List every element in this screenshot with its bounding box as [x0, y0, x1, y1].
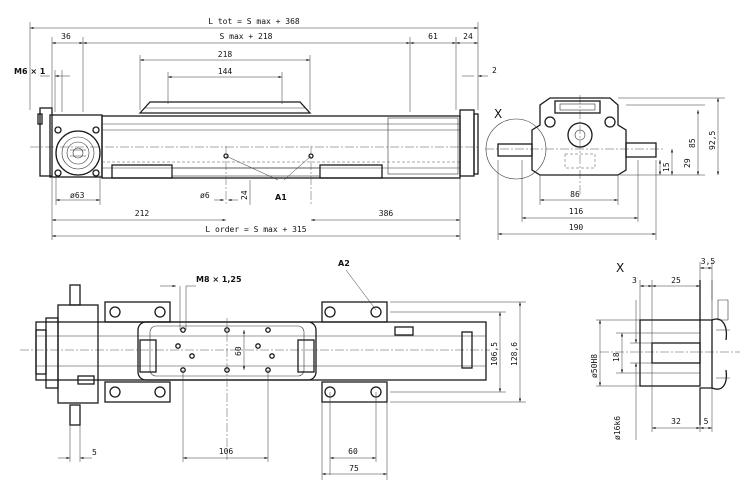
label-a1: A1: [275, 193, 287, 202]
dim-2: 2: [492, 66, 497, 75]
dim-25: 25: [671, 276, 681, 285]
dim-24-top: 24: [463, 32, 473, 41]
dim-106-5: 106,5: [490, 342, 499, 366]
label-a2: A2: [338, 259, 350, 268]
top-view: M8 × 1,25 A2 60 106,5 128,6 5 106: [20, 259, 526, 480]
end-view: X 85 92,5 29 15 86: [485, 95, 725, 240]
dim-18: 18: [612, 352, 621, 362]
label-detail-x-top: X: [494, 107, 502, 121]
dim-60-vertical: 60: [234, 346, 243, 356]
front-view: L tot = S max + 368 S max + 218 36 61 24…: [14, 17, 497, 240]
dim-32: 32: [671, 417, 681, 426]
dim-dia-16k6: ø16k6: [613, 416, 622, 440]
dim-85: 85: [688, 138, 697, 148]
dim-dia-63: ø63: [70, 191, 85, 200]
dim-15: 15: [662, 162, 671, 172]
dim-24-vertical: 24: [240, 190, 249, 200]
dim-190: 190: [569, 223, 584, 232]
dim-dia-6: ø6: [200, 191, 210, 200]
dim-144: 144: [218, 67, 233, 76]
dim-3-5: 3,5: [701, 257, 716, 266]
dim-l-tot: L tot = S max + 368: [208, 17, 300, 26]
dim-60-horizontal: 60: [348, 447, 358, 456]
detail-x-view: X 3,5 3 25 ø50H8 18: [590, 257, 740, 440]
dim-29: 29: [683, 158, 692, 168]
dim-92-5: 92,5: [708, 131, 717, 150]
label-detail-x: X: [616, 261, 624, 275]
dim-86: 86: [570, 190, 580, 199]
dim-5-right: 5: [704, 417, 709, 426]
dim-212: 212: [135, 209, 150, 218]
dim-386: 386: [379, 209, 394, 218]
label-m6-thread: M6 × 1: [14, 67, 46, 76]
dim-75: 75: [349, 464, 359, 473]
dim-106: 106: [219, 447, 234, 456]
dim-36: 36: [61, 32, 71, 41]
dim-s-max-218: S max + 218: [220, 32, 273, 41]
dim-128-6: 128,6: [510, 342, 519, 366]
dim-dia-50h8: ø50H8: [590, 354, 599, 378]
dim-61: 61: [428, 32, 438, 41]
dim-218: 218: [218, 50, 233, 59]
dim-5-left: 5: [92, 448, 97, 457]
dim-116: 116: [569, 207, 584, 216]
dim-3: 3: [632, 276, 637, 285]
dim-l-order: L order = S max + 315: [205, 225, 306, 234]
label-m8-thread: M8 × 1,25: [196, 275, 242, 284]
